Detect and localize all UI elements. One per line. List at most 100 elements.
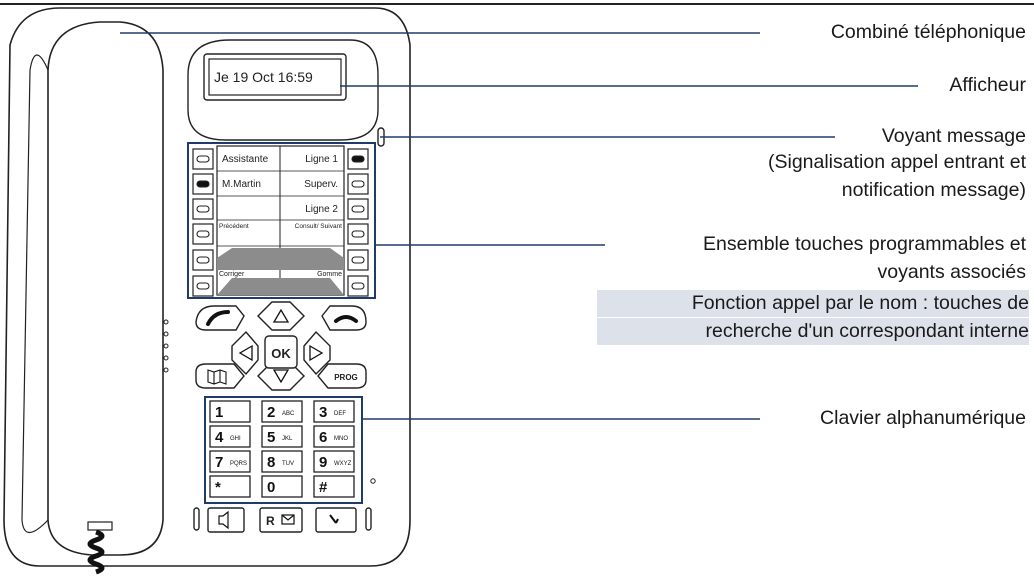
arrow-right-icon xyxy=(309,344,324,362)
display-housing xyxy=(187,39,379,141)
label-name-call-line1: Fonction appel par le nom : touches de xyxy=(597,290,1029,317)
keypad-key-hash[interactable]: # xyxy=(313,475,355,498)
nav-right-button[interactable] xyxy=(303,330,331,376)
keypad-letters: WXYZ xyxy=(334,461,352,467)
keypad-key-body[interactable] xyxy=(313,400,355,423)
corriger-shade xyxy=(217,278,280,295)
keypad-digit: # xyxy=(319,479,328,496)
softkey-label-ligne1: Ligne 1 xyxy=(305,154,338,165)
mute-mic-icon xyxy=(329,514,339,524)
volume-minus-rail[interactable] xyxy=(193,507,200,531)
softkey-label-mmartin: M.Martin xyxy=(222,179,261,190)
keypad-key-body[interactable] xyxy=(209,425,251,448)
keypad-key-9[interactable]: 9 WXYZ xyxy=(313,450,355,473)
softkey-label-corriger: Corriger xyxy=(219,271,245,278)
phone-body xyxy=(3,7,411,567)
keypad-key-body[interactable] xyxy=(209,450,251,473)
display-text: Je 19 Oct 16:59 xyxy=(214,69,313,85)
off-hook-icon xyxy=(206,310,230,326)
keypad-digit: 9 xyxy=(319,454,327,471)
handset-cradle-edge xyxy=(21,69,49,534)
label-softkeys-line1: Ensemble touches programmables et xyxy=(703,233,1026,255)
speaker-dots xyxy=(163,319,169,373)
label-keypad: Clavier alphanumérique xyxy=(820,407,1026,429)
label-handset: Combiné téléphonique xyxy=(830,21,1026,43)
mute-button[interactable] xyxy=(315,507,357,533)
ok-button[interactable] xyxy=(264,335,298,369)
keypad-letters: ABC xyxy=(282,411,295,417)
speaker-icon xyxy=(218,510,229,530)
keypad-letters: JKL xyxy=(282,436,293,442)
keypad-key-body[interactable] xyxy=(313,475,355,498)
bottom-key-glyphs xyxy=(218,510,339,530)
nav-glyphs xyxy=(206,308,358,385)
volume-plus-rail[interactable] xyxy=(365,507,372,531)
softkey-label-superv: Superv. xyxy=(304,179,338,190)
display-frame xyxy=(203,53,347,101)
keypad-key-2[interactable]: 2 ABC xyxy=(261,400,303,423)
keypad-letters: GHI xyxy=(230,436,241,442)
keypad-key-body[interactable] xyxy=(313,425,355,448)
keypad-letters: TUV xyxy=(282,461,294,467)
keypad-digit: 5 xyxy=(267,429,275,446)
r-key-label: R xyxy=(266,514,275,528)
right-softkey-leds xyxy=(351,155,365,290)
keypad-digit: 1 xyxy=(215,404,223,421)
keypad-digit: 8 xyxy=(267,454,275,471)
keypad-letters: DEF xyxy=(334,411,346,417)
r-message-button[interactable] xyxy=(259,507,303,533)
on-hook-icon xyxy=(334,315,358,323)
softkey-panel-frame xyxy=(187,142,376,299)
label-message-led-line2: (Signalisation appel entrant et xyxy=(767,151,1026,173)
prog-button[interactable] xyxy=(317,363,367,389)
left-softkeys xyxy=(192,148,214,297)
leader-lines xyxy=(120,32,918,420)
label-softkeys-line2: voyants associés xyxy=(877,261,1027,283)
nav-up-button[interactable] xyxy=(257,301,305,331)
softkey-label-gomme: Gomme xyxy=(317,271,342,278)
keypad-letters: PQRS xyxy=(230,461,247,467)
arrow-up-icon xyxy=(272,308,290,323)
keypad-key-star[interactable]: * xyxy=(209,475,251,498)
softkey-label-precedent: Précédent xyxy=(219,223,249,230)
keypad-key-8[interactable]: 8 TUV xyxy=(261,450,303,473)
book-icon xyxy=(207,369,227,385)
keypad-key-body[interactable] xyxy=(261,450,303,473)
keypad-key-body[interactable] xyxy=(261,400,303,423)
keypad-key-body[interactable] xyxy=(209,400,251,423)
keypad-digit: 2 xyxy=(267,404,275,421)
keypad-key-body[interactable] xyxy=(261,475,303,498)
keypad-key-body[interactable] xyxy=(261,425,303,448)
mic-dot xyxy=(370,478,376,484)
keypad-key-7[interactable]: 7 PQRS xyxy=(209,450,251,473)
keypad-key-1[interactable]: 1 xyxy=(209,400,251,423)
gomme-shade xyxy=(280,278,344,295)
handset xyxy=(47,21,164,556)
arrow-down-icon xyxy=(272,369,290,384)
softkey-label-ligne2: Ligne 2 xyxy=(305,204,338,215)
prog-label: PROG xyxy=(334,373,358,382)
display-screen xyxy=(208,58,342,96)
label-message-led-line3: notification message) xyxy=(841,179,1026,201)
keypad-letters: MNO xyxy=(334,436,348,442)
keypad-key-body[interactable] xyxy=(313,450,355,473)
keypad-key-5[interactable]: 5 JKL xyxy=(261,425,303,448)
speaker-button[interactable] xyxy=(207,507,245,533)
keypad-digit: 7 xyxy=(215,454,223,471)
handset-cradle-left xyxy=(29,54,49,71)
label-message-led-title: Voyant message xyxy=(881,125,1026,147)
keypad-digit: * xyxy=(215,479,221,496)
suivant-shade xyxy=(280,248,344,270)
off-hook-button[interactable] xyxy=(195,305,245,331)
arrow-left-icon xyxy=(238,344,253,362)
envelope-flap-icon xyxy=(281,514,295,521)
keypad-key-body[interactable] xyxy=(209,475,251,498)
keypad-key-0[interactable]: 0 xyxy=(261,475,303,498)
nav-left-button[interactable] xyxy=(231,330,259,376)
softkey-label-consult-suivant: Consult/ Suivant xyxy=(295,223,343,230)
